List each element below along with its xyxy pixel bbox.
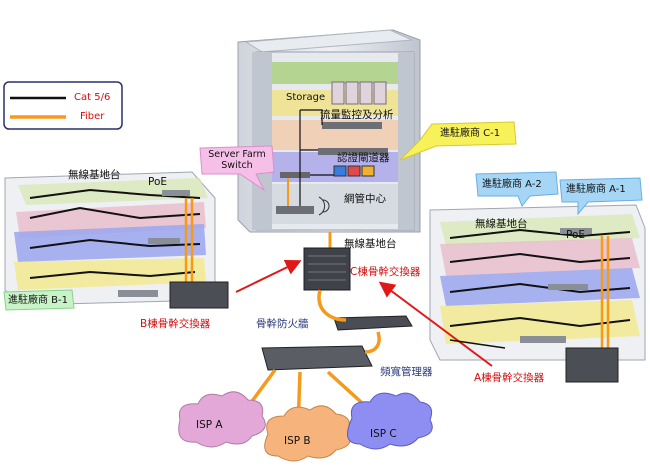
server-farm-switch-label: Server Farm Switch xyxy=(208,149,266,171)
bandwidth-manager-label: 頻寬管理器 xyxy=(380,366,433,378)
left-wireless-ap-label: 無線基地台 xyxy=(68,169,121,181)
storage-label: Storage xyxy=(286,92,326,103)
callout-b1-bubble xyxy=(3,289,75,311)
a-backbone-label: A棟骨幹交換器 xyxy=(474,372,545,384)
firewall-device xyxy=(333,315,413,331)
right-wireless-ap-label: 無線基地台 xyxy=(475,218,528,230)
isp-cloud-b xyxy=(264,405,351,462)
right-building-a xyxy=(429,204,646,383)
legend-fiber-label: Fiber xyxy=(80,111,105,122)
nms-center-label: 網管中心 xyxy=(344,193,386,205)
firewall-label: 骨幹防火牆 xyxy=(256,318,309,330)
c-backbone-label: C棟骨幹交換器 xyxy=(350,266,421,278)
central-wireless-ap-label: 無線基地台 xyxy=(344,238,397,250)
legend-cat-label: Cat 5/6 xyxy=(74,92,111,103)
isp-b-label: ISP B xyxy=(284,435,311,447)
callout-a2-bubble xyxy=(475,171,559,207)
right-poe-label: PoE xyxy=(566,229,586,241)
vendor-a2-label: 進駐廠商 A-2 xyxy=(482,179,542,190)
isp-c-label: ISP C xyxy=(370,428,397,440)
vendor-b1-label: 進駐廠商 B-1 xyxy=(8,295,69,306)
callout-c1-bubble xyxy=(399,121,517,161)
bandwidth-manager-device xyxy=(261,345,373,371)
vendor-c1-label: 進駐廠商 C-1 xyxy=(440,128,501,139)
isp-cloud-c xyxy=(347,392,433,450)
isp-cloud-a xyxy=(178,391,266,448)
callout-a1-bubble xyxy=(559,177,643,216)
left-building-b xyxy=(4,171,229,309)
auth-gateway-label: 認證閘道器 xyxy=(337,152,390,164)
c-core-switch xyxy=(303,247,351,291)
b-backbone-label: B棟骨幹交換器 xyxy=(140,318,211,330)
isp-a-label: ISP A xyxy=(196,419,223,431)
traffic-monitor-label: 流量監控及分析 xyxy=(320,109,394,121)
legend-box xyxy=(3,81,123,130)
left-poe-label: PoE xyxy=(148,176,168,188)
callout-server-farm-bubble xyxy=(199,145,275,192)
vendor-a1-label: 進駐廠商 A-1 xyxy=(566,184,626,195)
